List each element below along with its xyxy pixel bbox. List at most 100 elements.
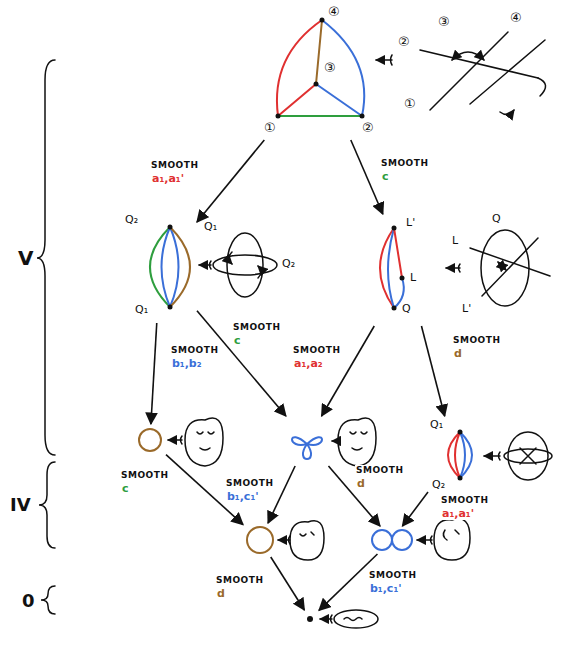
bracket <box>37 60 55 455</box>
maps-arrow <box>417 536 432 544</box>
smoothing-crossings: b₁,b₂ <box>172 357 202 370</box>
graph-node: ④③①② <box>262 4 380 138</box>
smoothing-arrow <box>322 326 375 416</box>
knot-picture <box>290 521 324 560</box>
graph-node <box>245 525 275 555</box>
maps-arrow <box>278 536 290 544</box>
knot-strand <box>213 255 277 275</box>
knot-strand <box>538 78 546 96</box>
smoothing-arrow <box>197 140 264 222</box>
knot-label: Q₂ <box>282 257 295 270</box>
edge-label: SMOOTH <box>215 575 264 586</box>
knot-picture <box>434 519 470 560</box>
graph-node <box>136 426 164 454</box>
smoothing-crossings: c <box>122 482 129 495</box>
smoothing-arrow <box>351 140 383 214</box>
edge-label: SMOOTH <box>120 470 169 481</box>
knot-strand <box>430 32 508 110</box>
level-label: IV <box>10 494 31 516</box>
knot-picture <box>504 449 552 463</box>
smoothing-crossings: d <box>357 477 365 490</box>
knot-label: ① <box>404 96 416 112</box>
knot-picture <box>508 432 548 480</box>
vertex-label: ④ <box>328 4 340 20</box>
knot-picture <box>185 418 223 466</box>
smoothing-arrow <box>151 323 157 424</box>
graph-drawing <box>370 528 414 552</box>
knot-picture <box>338 418 376 466</box>
knot-label: L' <box>462 302 471 315</box>
knot-label: ③ <box>438 14 450 30</box>
smoothing-crossings: b₁,c₁' <box>370 582 402 595</box>
knot-strand <box>470 248 550 276</box>
level-label: V <box>18 246 33 270</box>
graph-node <box>303 612 317 626</box>
vertex-label: Q₂ <box>432 478 445 491</box>
knot-strand <box>420 50 538 78</box>
knot-label: ② <box>398 34 410 50</box>
level-label: 0 <box>22 590 35 612</box>
edge-label: SMOOTH <box>170 345 219 356</box>
maps-arrow <box>168 436 182 444</box>
knot-strand <box>481 230 529 306</box>
knot-strand <box>227 233 263 297</box>
graph-node <box>285 418 329 464</box>
edge-label: SMOOTH <box>355 465 404 476</box>
vertex-label: L <box>410 271 416 284</box>
smoothing-crossings: a₁,a₂ <box>294 357 323 370</box>
edge-label: SMOOTH <box>452 335 501 346</box>
edge-label: SMOOTH <box>225 478 274 489</box>
smoothing-arrow <box>319 554 377 610</box>
edge-label: SMOOTH <box>380 158 429 169</box>
knot-strand <box>482 238 538 296</box>
knot-mark <box>520 448 536 464</box>
smoothing-arrow <box>197 311 286 416</box>
smoothing-crossings: c <box>234 334 241 347</box>
vertex-label: ③ <box>324 60 336 76</box>
bracket <box>39 462 55 548</box>
vertex-label: Q₁ <box>135 303 148 316</box>
smoothing-crossings: d <box>454 347 462 360</box>
twist-arrow <box>258 266 261 278</box>
knot-label: Q <box>492 212 501 225</box>
graph-drawing <box>285 418 329 464</box>
smoothing-arrow <box>403 492 429 526</box>
bracket <box>41 586 55 614</box>
maps-arrow <box>484 452 500 460</box>
graph-drawing <box>303 612 317 626</box>
graph-drawing <box>245 525 275 555</box>
vertex-label: L' <box>406 216 415 229</box>
edge-label: SMOOTH <box>292 345 341 356</box>
graph-node <box>370 528 414 552</box>
maps-arrow <box>332 437 340 445</box>
maps-arrow <box>446 264 460 272</box>
knot-picture <box>334 610 378 628</box>
knot-label: L <box>452 234 458 247</box>
smoothing-crossings: c <box>382 170 389 183</box>
vertex-label: Q₁ <box>430 418 443 431</box>
knot-mark <box>300 532 314 536</box>
edge-label: SMOOTH <box>150 160 199 171</box>
twist-arrow <box>498 262 506 270</box>
smoothing-crossings: a₁,a₁' <box>152 172 184 185</box>
twist-arrow <box>500 110 514 115</box>
edge-label: SMOOTH <box>368 570 417 581</box>
knot-mark <box>350 432 367 450</box>
knot-mark <box>344 618 362 621</box>
vertex-label: Q <box>402 302 411 315</box>
knot-label: Q₁ <box>204 220 217 233</box>
maps-arrow <box>199 261 211 269</box>
smoothing-arrow <box>421 326 444 416</box>
twist-arrow <box>229 252 232 264</box>
graph-node: Q₂ Q₁ <box>125 213 195 321</box>
knot-mark <box>197 432 214 450</box>
graph-drawing <box>262 4 380 138</box>
vertex-label: ② <box>362 120 374 136</box>
smoothing-crossings: d <box>217 587 225 600</box>
knot-strand <box>470 40 545 104</box>
knot-label: ④ <box>510 10 522 26</box>
vertex-label: Q₂ <box>125 213 138 226</box>
maps-arrow <box>376 55 392 65</box>
twist-arrow <box>452 52 484 60</box>
